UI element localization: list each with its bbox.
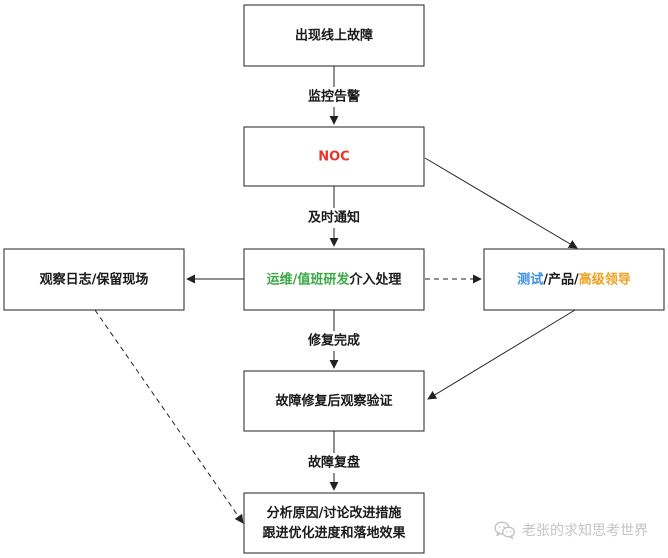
label-segment: 跟进优化进度和落地效果 — [262, 525, 405, 541]
label-segment: 运维/值班研发 — [267, 271, 351, 287]
node-review-label-line-2: 跟进优化进度和落地效果 — [262, 525, 405, 541]
label-segment: 高级领导 — [579, 271, 631, 287]
edge-observe-to-review — [94, 309, 244, 524]
watermark-text: 老张的求知思考世界 — [522, 523, 648, 539]
edge-labels: 监控告警 及时通知 修复完成 故障复盘 — [302, 87, 366, 473]
node-fault-label: 出现线上故障 — [295, 27, 373, 43]
node-noc: NOC — [243, 126, 425, 187]
node-notify: 测试/产品/高级领导 — [483, 248, 665, 311]
node-noc-label: NOC — [318, 149, 349, 164]
label-segment: 故障修复后观察验证 — [275, 393, 392, 409]
node-review: 分析原因/讨论改进措施 跟进优化进度和落地效果 — [243, 492, 425, 554]
label-segment: 测试 — [517, 271, 543, 287]
label-segment: 出现线上故障 — [295, 27, 373, 43]
node-handle-label: 运维/值班研发介入处理 — [267, 271, 402, 287]
watermark: 老张的求知思考世界 — [494, 520, 648, 540]
label-segment: /产品/ — [543, 271, 579, 287]
node-fault: 出现线上故障 — [243, 4, 425, 67]
node-handle: 运维/值班研发介入处理 — [243, 248, 425, 311]
edge-label-monitor-alert: 监控告警 — [308, 89, 360, 105]
edge-label-notify-timely: 及时通知 — [308, 210, 360, 226]
wechat-icon — [494, 521, 516, 539]
node-observe-label: 观察日志/保留现场 — [40, 271, 149, 287]
label-segment: NOC — [318, 149, 349, 164]
node-verify: 故障修复后观察验证 — [243, 370, 425, 432]
edge-notify-to-verify — [427, 309, 576, 400]
edge-label-repair-done: 修复完成 — [307, 333, 360, 349]
edge-noc-to-notify — [424, 157, 578, 249]
label-segment: 介入处理 — [348, 271, 401, 287]
node-review-label-line-1: 分析原因/讨论改进措施 — [267, 505, 402, 521]
edge-label-fault-review: 故障复盘 — [308, 455, 360, 471]
node-notify-label: 测试/产品/高级领导 — [517, 271, 631, 287]
label-segment: 观察日志/保留现场 — [40, 271, 149, 287]
node-verify-label: 故障修复后观察验证 — [275, 393, 392, 409]
label-segment: 分析原因/讨论改进措施 — [267, 505, 402, 521]
node-observe: 观察日志/保留现场 — [3, 248, 185, 311]
